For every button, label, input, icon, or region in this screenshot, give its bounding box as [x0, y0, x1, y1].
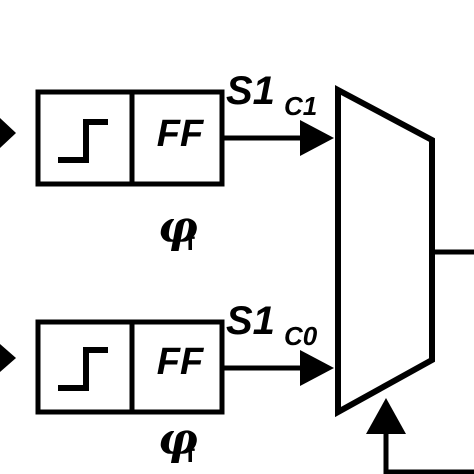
bottom-output-label: S1 C0	[226, 299, 318, 351]
top-input-arrow	[0, 118, 16, 148]
top-output-arrow	[222, 120, 334, 156]
bottom-clock-label-main: φ	[158, 414, 198, 465]
schmitt-trigger-icon	[58, 119, 108, 163]
bottom-input-arrow	[0, 344, 16, 372]
bottom-output-label-main: S1	[226, 299, 275, 343]
top-output-label-main: S1	[226, 69, 275, 113]
bottom-flipflop-label: FF	[157, 341, 205, 383]
bottom-clock-label-sub: f	[186, 438, 195, 468]
multiplexer-icon	[335, 85, 435, 418]
top-flipflop-label: FF	[157, 113, 205, 155]
schmitt-trigger-icon	[58, 347, 108, 391]
select-arrowhead	[366, 398, 406, 434]
top-clock-label-sub: f	[186, 226, 195, 256]
bottom-clock-label: φ f	[158, 414, 198, 468]
bottom-output-label-sub: C0	[284, 321, 318, 351]
bottom-comparator-ff-block: FF	[35, 319, 225, 415]
top-output-label: S1 C1	[226, 69, 317, 121]
top-clock-label: φ f	[158, 202, 198, 256]
select-line	[366, 398, 474, 474]
top-output-label-sub: C1	[284, 91, 317, 121]
top-comparator-ff-block: FF	[35, 89, 225, 187]
bottom-output-arrow	[222, 350, 334, 386]
top-clock-label-main: φ	[158, 202, 198, 253]
